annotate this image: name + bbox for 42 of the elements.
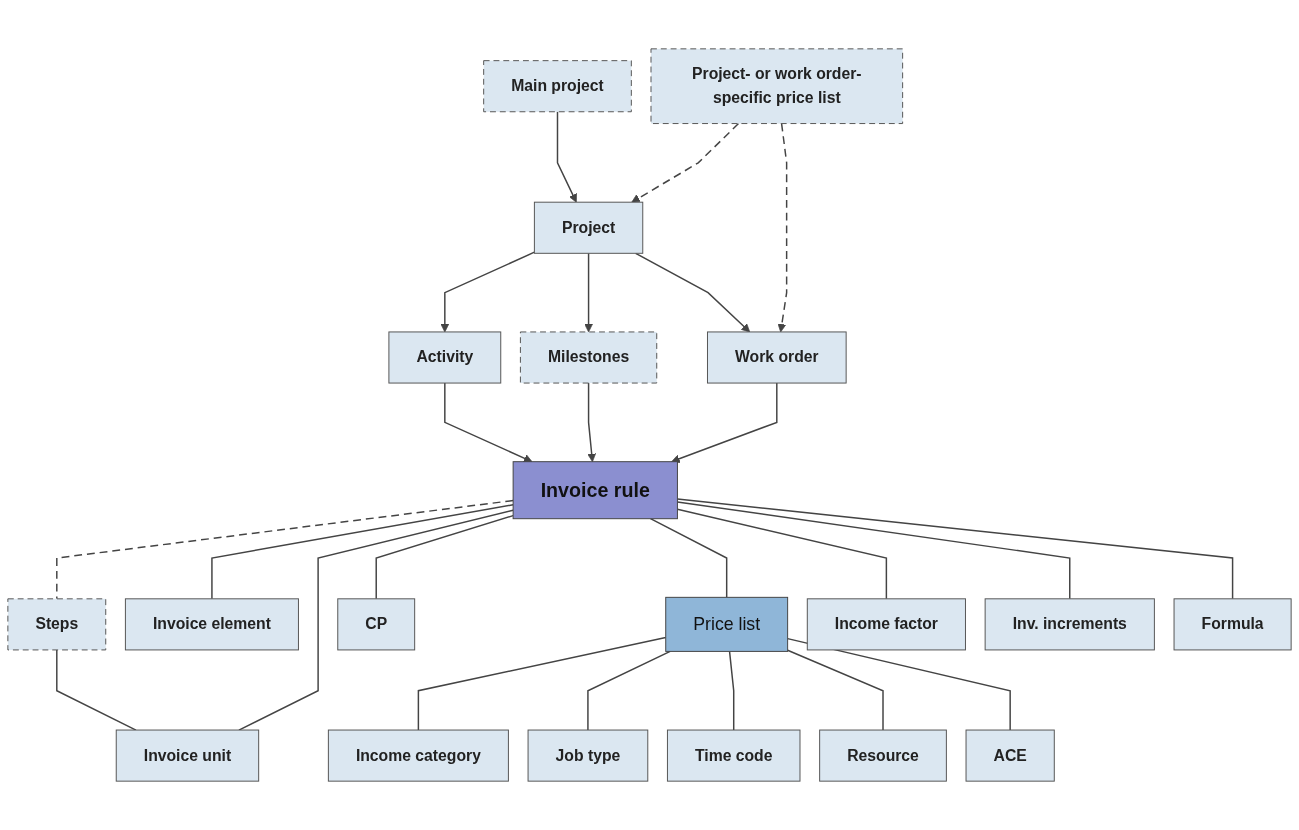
node-box: Income factor bbox=[806, 598, 966, 651]
connector bbox=[676, 498, 1234, 600]
node-box: Project bbox=[533, 201, 644, 254]
connector bbox=[238, 509, 514, 731]
arrow bbox=[634, 252, 751, 333]
node-box: Milestones bbox=[519, 331, 658, 384]
node-box: Project- or work order-specific price list bbox=[650, 48, 904, 125]
node-box: Activity bbox=[388, 331, 502, 384]
node-box: Time code bbox=[666, 729, 801, 782]
node-box: Formula bbox=[1173, 598, 1292, 651]
node-box: Work order bbox=[707, 331, 847, 384]
node-box: Invoice rule bbox=[512, 461, 678, 520]
arrow bbox=[556, 111, 577, 203]
node-box: Steps bbox=[7, 598, 107, 651]
connector bbox=[375, 514, 514, 600]
node-box: Invoice unit bbox=[115, 729, 260, 782]
connector bbox=[211, 504, 514, 600]
node-box: ACE bbox=[965, 729, 1055, 782]
node-box: Main project bbox=[483, 60, 632, 113]
connector bbox=[56, 499, 514, 600]
connector bbox=[587, 650, 671, 731]
node-box: Invoice element bbox=[124, 598, 299, 651]
connector bbox=[728, 650, 735, 731]
node-box: Price list bbox=[665, 596, 789, 652]
connector bbox=[649, 517, 728, 599]
node-box: CP bbox=[337, 598, 416, 651]
arrow bbox=[671, 382, 778, 463]
node-box: Job type bbox=[527, 729, 649, 782]
node-box: Inv. increments bbox=[984, 598, 1155, 651]
arrow bbox=[631, 122, 740, 203]
node-box: Income category bbox=[327, 729, 509, 782]
arrow bbox=[440, 251, 536, 333]
node-box: Resource bbox=[819, 729, 947, 782]
arrow bbox=[584, 252, 593, 333]
connector bbox=[786, 649, 884, 731]
arrow bbox=[587, 382, 596, 463]
arrow bbox=[444, 382, 533, 463]
arrow bbox=[777, 122, 788, 333]
connector bbox=[417, 636, 667, 731]
connector bbox=[56, 649, 137, 731]
connector bbox=[676, 508, 888, 600]
connector bbox=[676, 501, 1071, 600]
